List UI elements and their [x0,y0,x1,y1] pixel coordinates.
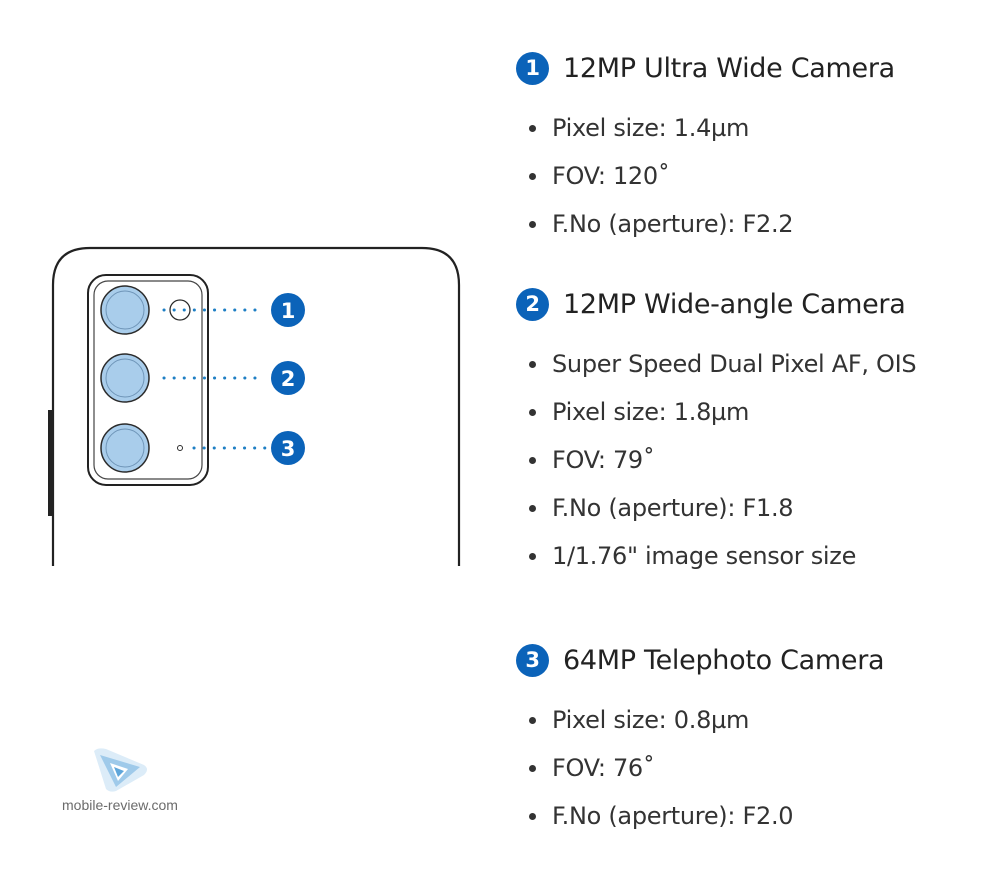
number-badge: 2 [516,287,549,321]
spec-heading: 2 12MP Wide-angle Camera [516,284,986,324]
spec-item-text: Pixel size: 1.8µm [552,398,750,426]
spec-item: F.No (aperture): F1.8 [516,484,986,532]
spec-item: F.No (aperture): F2.0 [516,792,986,840]
spec-title-text: 12MP Ultra Wide Camera [563,52,895,84]
spec-list: Pixel size: 0.8µm FOV: 76˚ F.No (apertur… [516,696,986,840]
spec-title-text: 12MP Wide-angle Camera [563,288,906,320]
spec-item-text: Super Speed Dual Pixel AF, OIS [552,350,917,378]
spec-list: Pixel size: 1.4µm FOV: 120˚ F.No (apertu… [516,104,986,248]
bullet-icon [529,553,536,560]
number-badge: 1 [516,51,549,85]
spec-item-text: F.No (aperture): F1.8 [552,494,794,522]
callout-number-1: 1 [281,299,296,323]
bullet-icon [529,813,536,820]
lens-2 [100,353,150,403]
spec-item: FOV: 79˚ [516,436,986,484]
spec-item-text: 1/1.76" image sensor size [552,542,857,570]
spec-item: Super Speed Dual Pixel AF, OIS [516,340,986,388]
lens-1 [100,285,150,335]
spec-item-text: Pixel size: 1.4µm [552,114,750,142]
camera-island-inner [93,280,203,480]
callout-badge-1: 1 [271,293,305,327]
spec-item: 1/1.76" image sensor size [516,532,986,580]
bullet-icon [529,409,536,416]
spec-item-text: FOV: 120˚ [552,162,670,190]
microphone-hole [177,445,183,451]
spec-section-telephoto: 3 64MP Telephoto Camera Pixel size: 0.8µ… [516,640,986,840]
bullet-icon [529,173,536,180]
mobile-review-logo-icon [94,748,147,792]
spec-list: Super Speed Dual Pixel AF, OIS Pixel siz… [516,340,986,580]
spec-section-ultra-wide: 1 12MP Ultra Wide Camera Pixel size: 1.4… [516,48,986,248]
callout-number-3: 3 [281,437,296,461]
spec-item: F.No (aperture): F2.2 [516,200,986,248]
bullet-icon [529,457,536,464]
spec-item-text: FOV: 79˚ [552,446,655,474]
bullet-icon [529,765,536,772]
lens-3 [100,423,150,473]
bullet-icon [529,505,536,512]
callout-number-2: 2 [281,367,296,391]
bullet-icon [529,361,536,368]
spec-item-text: F.No (aperture): F2.0 [552,802,794,830]
spec-section-wide-angle: 2 12MP Wide-angle Camera Super Speed Dua… [516,284,986,580]
callout-badge-3: 3 [271,431,305,465]
spec-item-text: F.No (aperture): F2.2 [552,210,794,238]
spec-item: FOV: 76˚ [516,744,986,792]
spec-title-text: 64MP Telephoto Camera [563,644,885,676]
camera-island-outer [87,274,209,486]
spec-item-text: Pixel size: 0.8µm [552,706,750,734]
spec-heading: 1 12MP Ultra Wide Camera [516,48,986,88]
number-badge: 3 [516,643,549,677]
camera-module-diagram: 1 2 3 [48,246,461,566]
spec-item: Pixel size: 1.4µm [516,104,986,152]
bullet-icon [529,717,536,724]
flash [169,299,191,321]
callout-badge-2: 2 [271,361,305,395]
bullet-icon [529,125,536,132]
phone-outline [51,246,461,566]
spec-item: FOV: 120˚ [516,152,986,200]
spec-item-text: FOV: 76˚ [552,754,655,782]
spec-item: Pixel size: 1.8µm [516,388,986,436]
bullet-icon [529,221,536,228]
spec-heading: 3 64MP Telephoto Camera [516,640,986,680]
side-button [48,410,52,516]
watermark-text: mobile-review.com [62,797,178,813]
spec-item: Pixel size: 0.8µm [516,696,986,744]
